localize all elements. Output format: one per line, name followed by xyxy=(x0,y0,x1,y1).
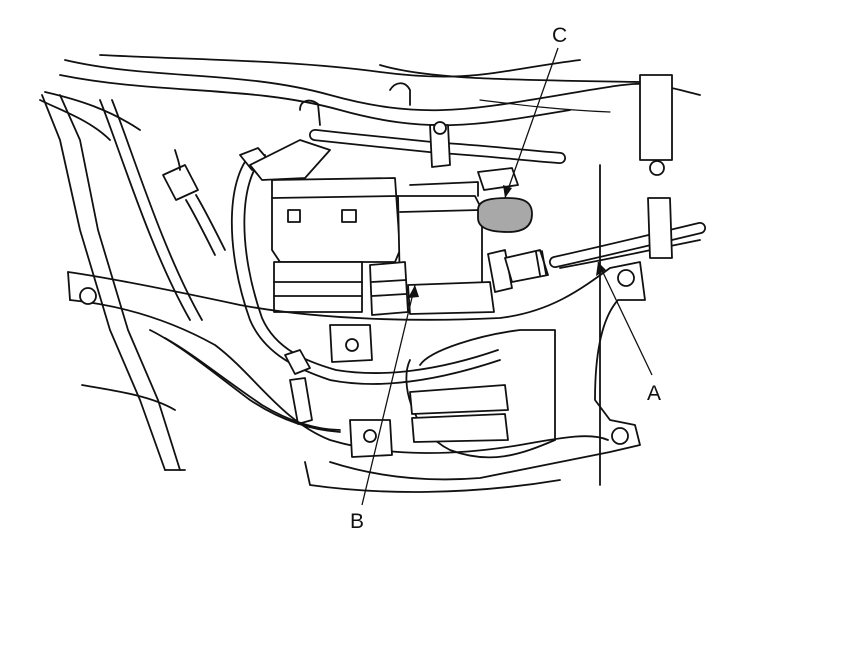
arrowhead-c xyxy=(503,185,512,198)
upper-hose xyxy=(309,121,566,168)
right-mount xyxy=(599,74,673,486)
canister-assembly xyxy=(249,99,401,313)
leader-line-a xyxy=(597,261,653,376)
arrowhead-a xyxy=(596,262,606,276)
arrowhead-b xyxy=(408,285,419,298)
callout-label-b: B xyxy=(350,510,364,533)
callout-label-a: A xyxy=(647,382,661,405)
wire-harness-top xyxy=(39,54,701,141)
leader-line-b xyxy=(361,284,416,506)
left-sensor-connector xyxy=(162,149,226,256)
callout-label-c: C xyxy=(552,24,567,47)
leader-line-c xyxy=(504,47,559,199)
left-inner-fender xyxy=(41,94,203,471)
cross-member-frame xyxy=(67,261,646,493)
vacuum-hose-a xyxy=(487,222,706,293)
solenoid-b xyxy=(369,181,495,316)
connector-c xyxy=(477,167,533,233)
